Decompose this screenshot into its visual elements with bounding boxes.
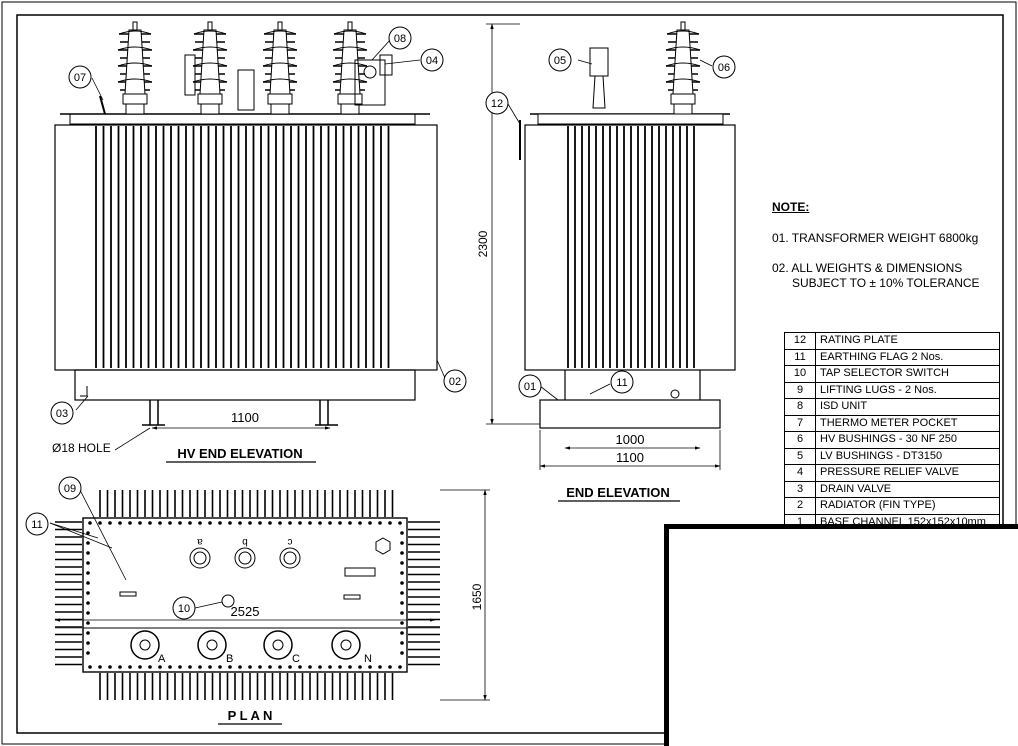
svg-text:02: 02 xyxy=(449,376,461,388)
svg-text:08: 08 xyxy=(394,33,406,45)
svg-text:11: 11 xyxy=(616,377,627,389)
svg-text:06: 06 xyxy=(718,62,730,74)
dim-plan-width: 1650 xyxy=(470,583,484,610)
hole-label: Ø18 HOLE xyxy=(52,441,111,455)
hv-bushing-a: a xyxy=(197,536,203,547)
svg-text:10: 10 xyxy=(178,603,190,615)
svg-text:11: 11 xyxy=(31,519,42,531)
dim-end-base-inner: 1000 xyxy=(616,432,645,447)
note-2-line-2: SUBJECT TO ± 10% TOLERANCE xyxy=(772,276,980,290)
parts-row: 9 LIFTING LUGS - 2 Nos. xyxy=(784,381,1000,399)
end-elevation xyxy=(519,21,736,429)
part-description: LIFTING LUGS - 2 Nos. xyxy=(815,381,1000,399)
part-description: HV BUSHINGS - 30 NF 250 xyxy=(815,431,1000,449)
part-number: 7 xyxy=(784,414,816,432)
part-description: PRESSURE RELIEF VALVE xyxy=(815,464,1000,482)
svg-text:07: 07 xyxy=(74,72,86,84)
part-description: ISD UNIT xyxy=(815,398,1000,416)
part-number: 12 xyxy=(784,332,816,350)
callout-01: 01 xyxy=(518,374,542,398)
part-description: RATING PLATE xyxy=(815,332,1000,350)
part-number: 8 xyxy=(784,398,816,416)
dim-height: 2300 xyxy=(476,230,490,257)
note-heading: NOTE: xyxy=(772,200,810,214)
callout-08: 08 xyxy=(388,26,412,50)
part-number: 4 xyxy=(784,464,816,482)
part-number: 2 xyxy=(784,497,816,515)
callout-03: 03 xyxy=(50,401,74,425)
svg-text:04: 04 xyxy=(426,55,438,67)
lv-bushing-b: B xyxy=(226,653,233,665)
part-number: 9 xyxy=(784,381,816,399)
callout-05: 05 xyxy=(548,48,572,72)
callout-07: 07 xyxy=(68,65,92,89)
note-1: 01. TRANSFORMER WEIGHT 6800kg xyxy=(772,231,979,245)
callout-11-plan: 11 xyxy=(25,512,49,536)
callout-10: 10 xyxy=(172,596,196,620)
lv-bushing-c: C xyxy=(292,653,300,665)
callout-11-end: 11 xyxy=(610,370,634,394)
callout-12: 12 xyxy=(485,91,509,115)
end-elevation-title: END ELEVATION xyxy=(566,485,670,500)
part-number: 10 xyxy=(784,365,816,383)
part-number: 5 xyxy=(784,447,816,465)
part-description: THERMO METER POCKET xyxy=(815,414,1000,432)
callout-04: 04 xyxy=(420,48,444,72)
lv-bushing-n: N xyxy=(364,653,372,665)
hv-end-elevation xyxy=(54,21,438,426)
hv-end-elevation-title: HV END ELEVATION xyxy=(177,446,302,461)
hv-bushing-c: c xyxy=(288,536,293,547)
svg-text:03: 03 xyxy=(56,408,68,420)
callout-09: 09 xyxy=(58,476,82,500)
callout-02: 02 xyxy=(443,369,467,393)
dim-hv-width: 1100 xyxy=(231,410,259,425)
dim-end-base-outer: 1100 xyxy=(616,450,644,465)
part-description: DRAIN VALVE xyxy=(815,480,1000,498)
note-2-line-1: 02. ALL WEIGHTS & DIMENSIONS xyxy=(772,261,963,275)
lv-bushing-a: A xyxy=(158,653,166,665)
part-description: TAP SELECTOR SWITCH xyxy=(815,365,1000,383)
part-number: 3 xyxy=(784,480,816,498)
svg-text:01: 01 xyxy=(524,381,536,393)
svg-text:12: 12 xyxy=(491,98,503,110)
svg-text:09: 09 xyxy=(64,483,76,495)
hv-bushing-b: b xyxy=(242,536,248,547)
svg-text:05: 05 xyxy=(554,55,566,67)
part-number: 6 xyxy=(784,431,816,449)
title-block xyxy=(664,524,1018,746)
part-description: LV BUSHINGS - DT3150 xyxy=(815,447,1000,465)
part-description: EARTHING FLAG 2 Nos. xyxy=(815,348,1000,366)
plan-title: P L A N xyxy=(228,708,273,723)
callout-06: 06 xyxy=(712,55,736,79)
part-number: 11 xyxy=(784,348,816,366)
dim-plan-length: 2525 xyxy=(231,604,260,619)
plan-view xyxy=(55,490,440,700)
part-description: RADIATOR (FIN TYPE) xyxy=(815,497,1000,515)
